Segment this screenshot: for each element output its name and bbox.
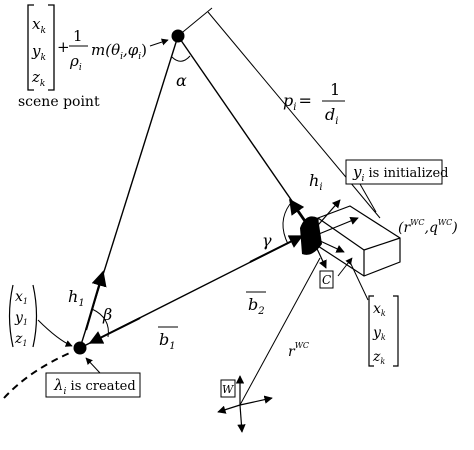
- camera-axis-back: [317, 239, 345, 253]
- lambda-created-box: [45, 372, 141, 398]
- scene-frac-numerator: 1: [73, 27, 83, 45]
- y-initialized-pointer: [359, 183, 377, 213]
- world-axis-left: [217, 404, 241, 414]
- lambda-created-pointer: [85, 357, 101, 374]
- distance-line: [207, 11, 381, 219]
- left-vector-y: y1: [14, 310, 28, 327]
- camera-axis-right: [313, 216, 359, 237]
- scene-vector-z: zk: [31, 68, 45, 89]
- scene-vector-y-sub: k: [40, 53, 45, 63]
- beta-label: β: [102, 305, 112, 324]
- scene-vector-x: xk: [32, 15, 46, 36]
- h1-label: h1: [68, 287, 85, 309]
- b2-arrow: [249, 235, 304, 263]
- distance-tick-top: [177, 7, 213, 37]
- alpha-arc: [171, 55, 191, 62]
- distance-denominator: di: [325, 105, 338, 127]
- anchor-point-dot: [73, 341, 87, 355]
- frame-w-box: [220, 379, 236, 398]
- translation-label: rWC: [288, 341, 309, 360]
- b1-arrow: [88, 317, 141, 344]
- camera-axis-down: [311, 237, 327, 269]
- distance-label: pi= 1 di: [283, 80, 345, 127]
- left-vector: x1 y1 z1: [8, 284, 38, 348]
- camera-body: [300, 205, 401, 277]
- scene-vector-bracket-right: [48, 4, 55, 91]
- y-initialized-text: iyi is initialized: [352, 163, 448, 184]
- frame-c-box: [319, 270, 334, 289]
- right-vector-y: yk: [372, 325, 386, 342]
- h1-arrow: [84, 270, 107, 331]
- ray-camera-to-scene-point: [177, 35, 313, 231]
- left-vector-pointer: [37, 319, 73, 347]
- gamma-label: γ: [262, 231, 272, 250]
- y-initialized-box: [345, 159, 443, 185]
- world-axis-down: [237, 404, 246, 433]
- scene-plus-sign: +: [57, 38, 70, 56]
- scene-point-caption: scene point: [18, 94, 100, 110]
- b1-label: b1: [159, 330, 176, 352]
- scene-vector-bracket-left: [27, 4, 34, 91]
- scene-vector-x-sub: k: [40, 26, 45, 36]
- right-vector: xk yk zk: [368, 295, 399, 367]
- camera-pose-label: (rWC,qWC): [398, 218, 458, 236]
- alpha-label: α: [176, 71, 187, 90]
- hi-label: hi: [309, 171, 323, 193]
- scene-vector-z-sub: k: [40, 79, 45, 89]
- camera-to-c-pointer: [337, 257, 353, 277]
- scene-point-pointer-arrow: [149, 38, 169, 47]
- gamma-arc: [282, 203, 291, 245]
- scene-vector-y: yk: [31, 42, 46, 63]
- scene-frac-denominator: ρi: [69, 52, 82, 73]
- b2-label: b2: [248, 295, 265, 317]
- world-to-camera-translation: [239, 257, 321, 406]
- frame-w-label: W: [222, 383, 235, 396]
- lambda-created-text: λi is created: [53, 376, 136, 397]
- beta-arc: [91, 308, 109, 338]
- svg-text:pi=: pi=: [283, 91, 312, 113]
- camera-axis-up: [311, 199, 341, 233]
- scene-inverse-depth-function: m(θi,φi): [91, 41, 147, 62]
- distance-numerator: 1: [330, 80, 340, 99]
- scene-point-expression: xk yk zk + 1 ρi m(θi,φi) scene point: [18, 4, 147, 110]
- right-vector-z: zk: [372, 349, 385, 366]
- camera-trajectory-dashed: [3, 351, 73, 399]
- left-vector-x: x1: [15, 289, 28, 306]
- frame-c-label: C: [322, 273, 331, 287]
- right-vector-pointer: [349, 261, 369, 301]
- left-vector-z: z1: [14, 331, 27, 348]
- world-axis-right: [239, 395, 273, 406]
- right-vector-x: xk: [373, 301, 386, 318]
